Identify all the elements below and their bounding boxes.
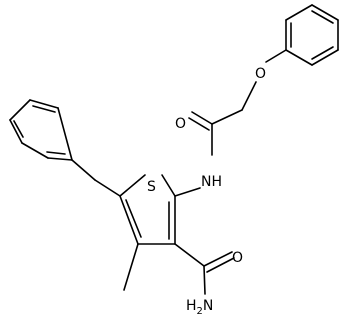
bond xyxy=(71,159,96,181)
bond xyxy=(188,117,210,131)
bond xyxy=(47,157,73,161)
bond xyxy=(311,4,339,21)
bond xyxy=(123,243,139,291)
bond xyxy=(119,174,146,197)
bond xyxy=(203,265,206,295)
bond xyxy=(241,81,257,111)
bond xyxy=(311,49,339,66)
bond xyxy=(311,10,334,24)
bond xyxy=(174,187,201,197)
bond xyxy=(94,179,121,197)
bond xyxy=(46,151,66,155)
carbonyl-oxygen-label: O xyxy=(175,116,186,132)
bond xyxy=(161,174,176,197)
bond xyxy=(9,99,31,121)
bond xyxy=(265,49,287,63)
amide-nh-label: NH xyxy=(201,174,222,190)
nh2-n: N xyxy=(203,298,213,314)
nh2-subscript: 2 xyxy=(197,306,203,317)
bond xyxy=(125,199,142,238)
bond xyxy=(9,119,23,144)
nh2-h: H xyxy=(186,298,197,314)
bond xyxy=(211,109,243,125)
bond xyxy=(21,142,49,159)
bond xyxy=(174,243,205,267)
carboxamide-oxygen-label: O xyxy=(232,250,243,266)
bond xyxy=(311,46,334,60)
bond xyxy=(32,105,56,113)
sulfur-label: S xyxy=(147,179,156,195)
bond xyxy=(119,195,139,245)
bond xyxy=(285,4,313,21)
bond xyxy=(57,107,73,161)
ether-oxygen-label: O xyxy=(255,66,266,82)
carboxamide-nh2-label: H2N xyxy=(186,298,213,317)
bond xyxy=(191,111,213,125)
atom-labels: S NH O O O H2N xyxy=(147,66,266,317)
bond xyxy=(13,120,24,138)
bond xyxy=(203,251,233,267)
bond xyxy=(285,49,313,66)
bond xyxy=(29,99,59,109)
bond-lines xyxy=(9,4,339,295)
bond xyxy=(206,257,235,273)
